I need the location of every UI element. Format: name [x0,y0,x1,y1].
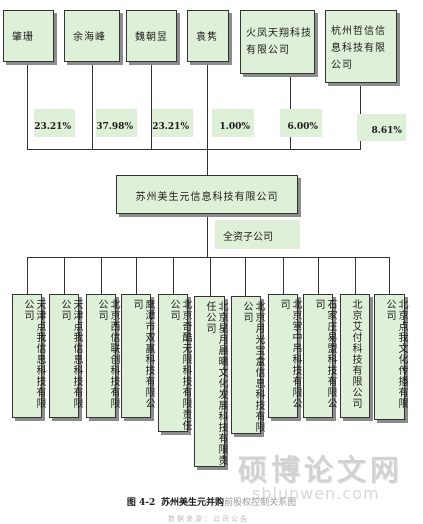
subsidiary-connector [173,257,174,294]
caption-label: 图 4-2 [126,498,156,508]
caption-title-bold: 苏州美生元并购 [161,498,225,508]
shareholder-percentage: 1.00% [212,109,254,137]
subsidiary-connector [136,257,137,294]
caption-source-note: 数据来源：公司公告 [168,515,249,523]
subsidiary-connector [210,257,211,296]
subsidiary-box: 天津点我信息科技有限公司 [12,294,45,418]
subsidiary-name: 石家庄易盟科技有限公司 [313,299,336,409]
shareholder-connector [151,62,152,150]
subsidiary-connector [283,257,284,294]
shareholder-name: 杭州哲信信息科技有限公司 [331,26,386,71]
shareholder-box: 袁隽 [187,10,229,62]
subsidiary-trunk [207,214,208,257]
shareholder-name: 火凤天翔科技有限公司 [246,28,312,56]
subsidiary-name: 北京掌中吊科技有限公司 [278,299,301,409]
shareholder-name: 魏朝昱 [135,32,168,43]
shareholder-box: 杭州哲信信息科技有限公司 [325,10,397,83]
subsidiary-connector [245,257,246,296]
subsidiary-bar [27,257,389,258]
subsidiary-box: 北京西信联创科技有限公司 [86,294,119,418]
subsidiary-name: 北京奇酷无限科技有限责任公司 [168,299,191,431]
subsidiary-box: 北京掌中吊科技有限公司 [268,294,301,418]
shareholder-connector [27,62,28,150]
shareholder-percentage: 23.21% [34,109,75,137]
subsidiary-box: 北京点我文化传播有限公司 [374,294,407,420]
subsidiary-connector [318,257,319,294]
caption-title-rest: 前股权控制关系图 [224,498,297,508]
watermark-url: sblunwen.com [252,484,380,503]
subsidiary-name: 天津点我信息科技有限公司 [59,299,82,409]
subsidiary-box: 天津点我信息科技有限公司 [49,294,82,418]
shareholder-percentage: 6.00% [280,109,322,137]
subsidiary-box: 北京星月晨曦文化发展科技有限责任公司 [194,296,227,467]
subsidiary-box: 北京奇酷无限科技有限责任公司 [158,294,191,432]
subsidiary-name: 鹰潭市双赢科技有限公司 [131,299,154,409]
subsidiary-name: 北京月光宝盒信息科技有限公司 [241,301,264,433]
shareholder-box: 火凤天翔科技有限公司 [240,10,315,74]
shareholder-box: 魏朝昱 [126,10,177,62]
subsidiary-name: 天津点我信息科技有限公司 [22,299,45,409]
parent-connector [207,149,208,175]
shareholder-percentage: 23.21% [152,109,193,137]
shareholder-connector [92,62,93,150]
shareholder-name: 余海峰 [73,32,106,43]
parent-company-name: 苏州美生元信息科技有限公司 [135,192,279,203]
shareholder-bar [27,149,361,150]
subsidiary-box: 鹰潭市双赢科技有限公司 [121,294,154,418]
relation-label: 全资子公司 [215,220,300,249]
subsidiary-connector [355,257,356,294]
watermark-logo: 硕博论文网 [238,453,404,487]
subsidiary-box: 北京月光宝盒信息科技有限公司 [231,296,264,434]
shareholder-connector [207,62,208,150]
subsidiary-name: 北京星月晨曦文化发展科技有限责任公司 [204,301,227,466]
subsidiary-connector [27,257,28,294]
shareholder-percentage: 8.61% [357,114,406,141]
shareholder-box: 肇珊 [3,10,54,62]
shareholder-name: 肇珊 [12,32,34,43]
shareholder-box: 余海峰 [64,10,120,62]
shareholder-percentage: 37.98% [96,109,137,137]
shareholder-name: 袁隽 [196,32,218,43]
subsidiary-connector [64,257,65,294]
subsidiary-name: 北京西信联创科技有限公司 [96,299,119,409]
subsidiary-name: 北京点我文化传播有限公司 [384,299,407,409]
parent-company-box: 苏州美生元信息科技有限公司 [116,175,298,214]
relation-label-text: 全资子公司 [223,232,273,243]
subsidiary-box: 北京艾付科技有限公司 [340,294,370,418]
subsidiary-box: 石家庄易盟科技有限公司 [303,294,336,418]
subsidiary-name: 北京艾付科技有限公司 [350,299,361,409]
subsidiary-connector [389,257,390,294]
subsidiary-connector [101,257,102,294]
figure-caption: 图 4-2 苏州美生元并购前股权控制关系图 [0,495,423,508]
